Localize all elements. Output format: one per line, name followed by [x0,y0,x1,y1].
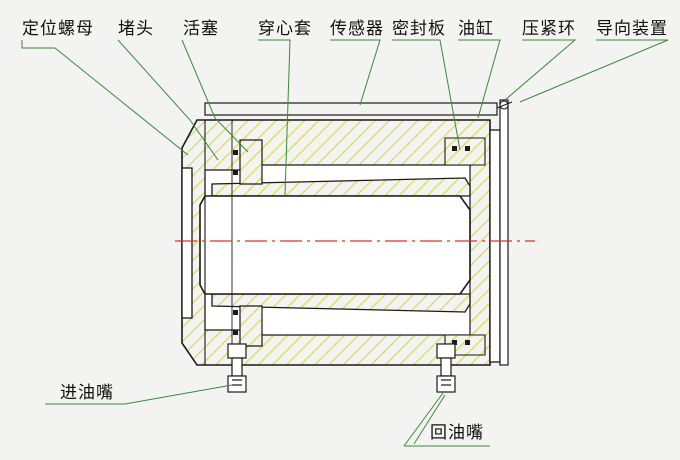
piston-lower [239,305,263,347]
piston-upper [239,139,263,185]
through-sleeve-upper [211,177,471,197]
label-through-sleeve: 穿心套 [258,19,312,39]
label-piston: 活塞 [183,19,219,39]
label-guide-device: 导向装置 [596,19,668,39]
locating-nut [181,167,193,319]
seal-plate-upper [444,137,486,166]
sensor-housing [204,102,498,116]
guide-rod [499,99,509,366]
label-seal-plate: 密封板 [392,19,446,39]
label-clamp-ring: 压紧环 [522,19,576,39]
label-locating-nut: 定位螺母 [22,19,94,39]
oil-return-fitting [436,343,456,393]
leader-lines [21,39,669,447]
label-cylinder: 油缸 [458,19,494,39]
clamp-ring [489,129,501,363]
label-sensor: 传感器 [330,19,384,39]
oil-inlet-fitting [227,343,247,393]
label-plug: 堵头 [118,19,154,39]
label-oil-inlet: 进油嘴 [60,383,114,403]
seal-rings [233,146,470,345]
central-passage [199,195,471,295]
label-oil-return: 回油嘴 [430,423,484,443]
